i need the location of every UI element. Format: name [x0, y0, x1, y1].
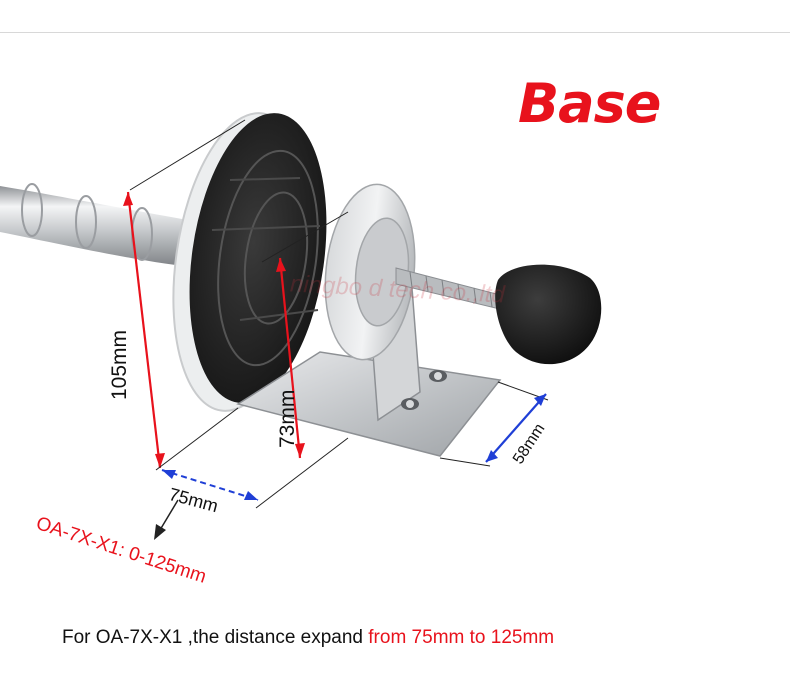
pressure-disc	[324, 183, 416, 361]
dimension-58	[439, 381, 549, 467]
top-divider	[0, 32, 790, 33]
page-title: Base	[518, 72, 661, 135]
dimension-73	[261, 211, 349, 459]
suction-pad	[172, 112, 327, 412]
dimension-label-105: 105mm	[108, 329, 131, 400]
dimension-label-73: 73mm	[276, 389, 299, 448]
expand-arrow	[154, 499, 179, 540]
caption: For OA-7X-X1 ,the distance expand from 7…	[62, 627, 554, 649]
caption-highlight: from 75mm to 125mm	[368, 627, 555, 648]
dimension-105	[123, 119, 246, 469]
clamp-knob	[395, 264, 602, 365]
dimension-75	[155, 407, 349, 509]
caption-prefix: For OA-7X-X1 ,the distance expand	[62, 627, 369, 648]
aluminium-tube	[0, 183, 200, 268]
